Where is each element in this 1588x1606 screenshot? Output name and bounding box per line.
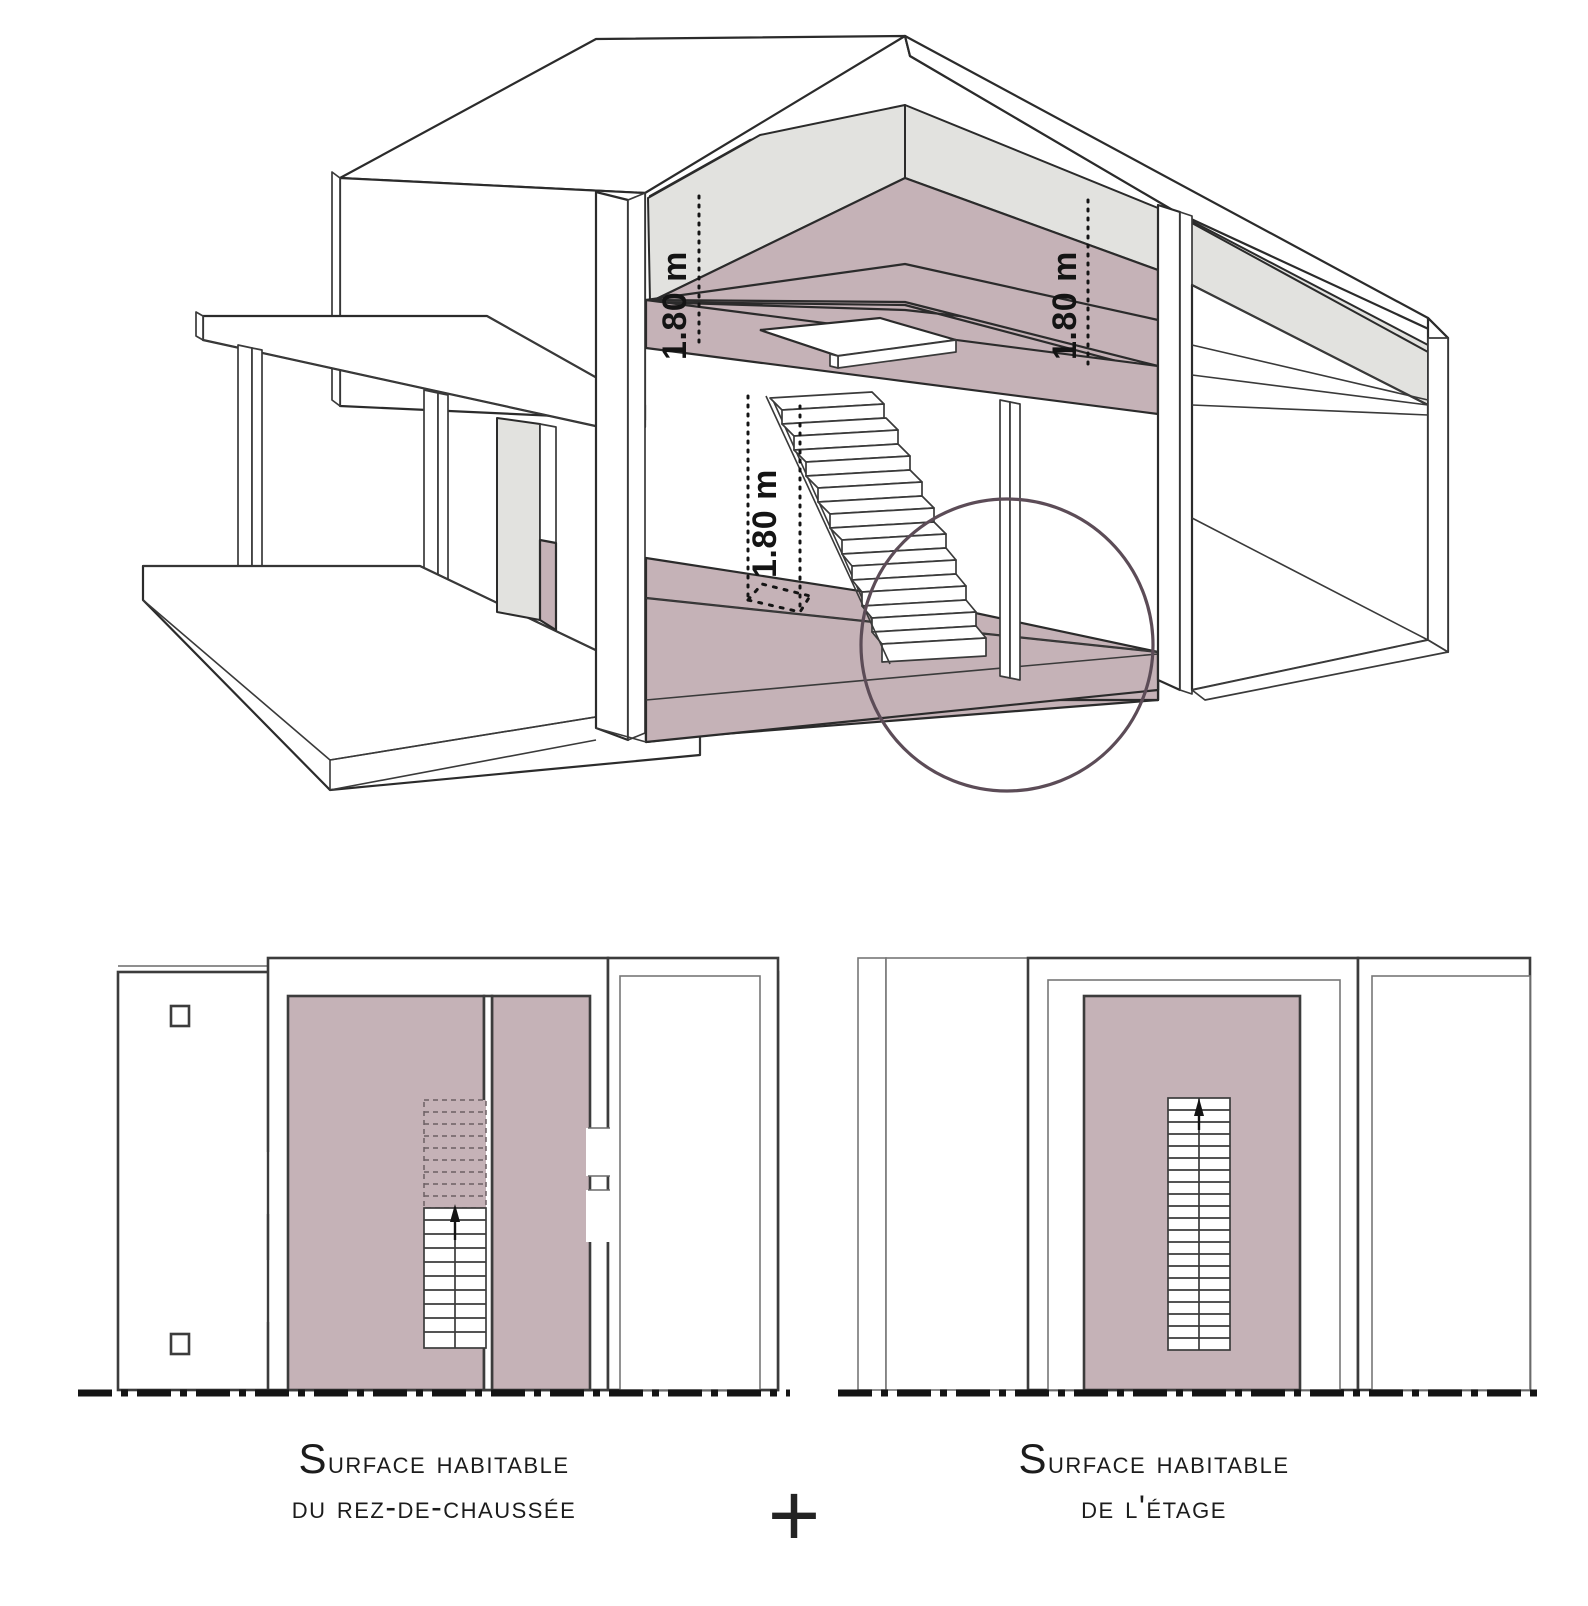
caption-ground-line1-rest: urface habitable [327, 1444, 570, 1480]
plan-column [169, 1004, 191, 1028]
dim-label-ground: 1.80 m [746, 469, 784, 578]
dim-label-attic-left: 1.80 m [656, 251, 694, 360]
ground-edge-lines [329, 727, 647, 791]
caption-ground-line1: Surface habitable [134, 1432, 734, 1487]
caption-ground-floor: Surface habitable du rez-de-chaussée [134, 1432, 734, 1528]
caption-row: Surface habitable du rez-de-chaussée + S… [0, 1432, 1588, 1572]
dim-label-attic-right: 1.80 m [1046, 251, 1084, 360]
post-center-left [594, 190, 646, 742]
plus-sign: + [767, 1466, 821, 1566]
post-right-main [1156, 203, 1193, 695]
zone-highlight-circle [859, 497, 1155, 793]
caption-upper-line1: Surface habitable [854, 1432, 1454, 1487]
svg-text:1.80 m: 1.80 m [1046, 251, 1084, 360]
caption-upper-floor: Surface habitable de l'étage [854, 1432, 1454, 1528]
stair-plan-upper [1167, 1097, 1231, 1351]
caption-ground-line2: du rez-de-chaussée [291, 1488, 577, 1525]
plan-upper-floor [838, 956, 1540, 1397]
svg-text:1.80 m: 1.80 m [656, 251, 694, 360]
stair-up-arrow [450, 1204, 460, 1240]
staircase-3d [765, 391, 987, 665]
stair-up-arrow [1194, 1098, 1204, 1130]
dim-guide-ground [746, 394, 812, 614]
terrace-canopy [195, 311, 647, 429]
svg-text:1.80 m: 1.80 m [746, 469, 784, 578]
caption-upper-line2: de l'étage [1081, 1488, 1227, 1525]
plan-column [169, 1332, 191, 1356]
facade-opening-left [496, 417, 558, 632]
plan-ground-floor [78, 956, 790, 1397]
caption-ground-initial: S [298, 1435, 328, 1482]
right-annexe [1190, 283, 1449, 701]
upper-floor-slab-clean [644, 262, 1178, 416]
caption-upper-line1-rest: urface habitable [1047, 1444, 1290, 1480]
stair-plan-ground [423, 1099, 487, 1349]
post-mid-right [999, 399, 1021, 681]
caption-upper-initial: S [1018, 1435, 1048, 1482]
